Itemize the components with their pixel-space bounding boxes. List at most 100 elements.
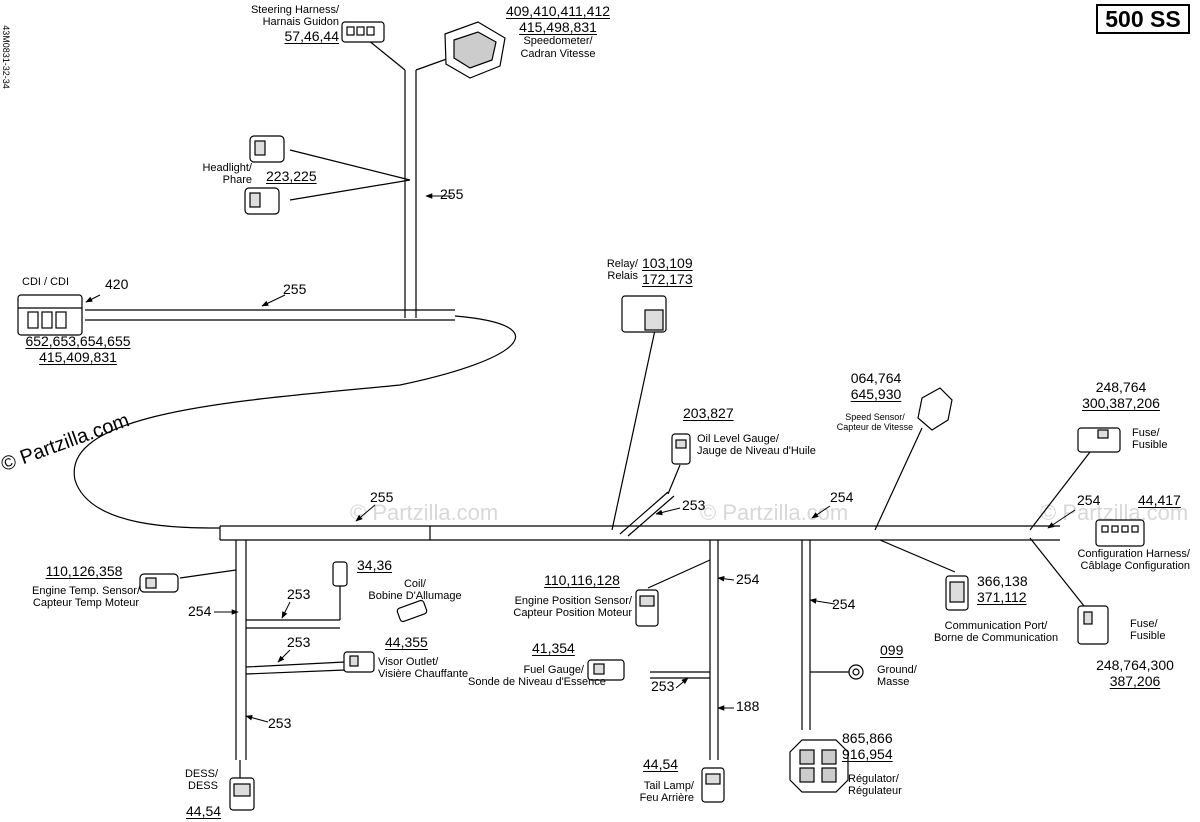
watermark: © Partzilla.com <box>700 500 848 525</box>
fuse-bottom-lead <box>1029 537 1093 617</box>
dess-connector-icon <box>229 777 255 811</box>
oil-branch <box>619 491 675 537</box>
dess-label: DESS/ DESS <box>184 768 218 793</box>
engine-position-label: Engine Position Sensor/ Capteur Position… <box>513 595 632 620</box>
harness-ref: 253 <box>287 634 311 650</box>
harness-ref: 255 <box>440 186 464 202</box>
harness-ref: 188 <box>736 698 760 714</box>
speedometer-label: 409,410,411,412 415,498,831 Speedometer/… <box>505 3 611 60</box>
cdi-label: CDI / CDI <box>22 276 70 288</box>
relay-lead <box>611 329 656 531</box>
left-drop <box>235 540 247 760</box>
coil-branch <box>246 619 340 629</box>
speedometer-connector-icon <box>444 21 506 79</box>
temp-sensor-connector-icon <box>139 573 179 593</box>
cdi-ref: 420 <box>105 276 129 292</box>
oil-level-parts: 203,827 <box>683 405 734 421</box>
harness-lines <box>73 39 1093 780</box>
cdi-branch <box>85 309 455 321</box>
harness-ref: 254 <box>832 596 856 612</box>
engine-pos-lead <box>647 559 711 589</box>
fuse-connector-icon <box>1077 605 1109 645</box>
headlight-leads <box>289 149 411 201</box>
speed-sensor-label: Speed Sensor/ Capteur de Vitesse <box>836 412 914 433</box>
upper-trunk <box>404 70 417 318</box>
regulator-connector-icon <box>789 739 849 793</box>
temp-lead <box>179 569 237 579</box>
temp-sensor-label: Engine Temp. Sensor/ Capteur Temp Moteur <box>31 585 141 610</box>
coil-parts: 34,36 <box>357 557 393 573</box>
engine-position-connector-icon <box>635 589 659 627</box>
visor-branch <box>245 661 346 675</box>
fuel-gauge-parts: 41,354 <box>532 640 575 656</box>
ground-ring-icon <box>848 664 864 680</box>
regulator-parts: 865,866 916,954 <box>842 730 893 762</box>
harness-ref: 254 <box>1077 492 1101 508</box>
visor-connector-icon <box>343 651 375 673</box>
oil-level-label: Oil Level Gauge/ Jauge de Niveau d'Huile <box>697 433 816 458</box>
tail-lamp-connector-icon <box>701 767 725 803</box>
harness-ref: 254 <box>830 489 854 505</box>
relay-connector-icon <box>621 295 667 333</box>
visor-label: Visor Outlet/ Visière Chauffante <box>378 656 469 681</box>
cdi-parts: 652,653,654,655 415,409,831 <box>25 333 131 365</box>
cdi-connector-icon <box>17 294 83 336</box>
tail-lamp-label: Tail Lamp/ Feu Arrière <box>639 780 694 805</box>
tail-lamp-parts: 44,54 <box>643 756 679 772</box>
engine-position-parts: 110,116,128 <box>544 572 620 588</box>
fuel-gauge-label: Fuel Gauge/ Sonde de Niveau d'Essence <box>468 664 606 689</box>
coil-label: Coil/ Bobine D'Allumage <box>368 578 462 603</box>
main-harness <box>220 525 1060 541</box>
harness-ref: 254 <box>188 603 212 619</box>
center-drop <box>709 540 719 760</box>
fuse-bottom-parts: 248,764,300 387,206 <box>1096 657 1174 689</box>
coil-connector-icon <box>332 561 428 623</box>
harness-ref: 253 <box>651 678 675 694</box>
dess-parts: 44,54 <box>186 803 222 819</box>
headlight-parts: 223,225 <box>266 168 317 184</box>
ground-parts: 099 <box>880 642 904 658</box>
speed-sensor-parts: 064,764 645,930 <box>850 370 902 402</box>
relay-label: Relay/ Relais <box>606 258 638 283</box>
harness-ref: 253 <box>682 497 706 513</box>
model-badge: 500 SS <box>1096 4 1190 34</box>
speed-sensor-connector-icon <box>917 387 953 431</box>
configuration-parts: 44,417 <box>1138 492 1181 508</box>
fuse-top-parts: 248,764 300,387,206 <box>1082 379 1160 411</box>
headlight-label: Headlight/ Phare <box>202 162 252 187</box>
headlight-connector-icon <box>244 135 285 215</box>
fuse-top-label: Fuse/ Fusible <box>1132 427 1168 452</box>
configuration-label: Configuration Harness/ Câblage Configura… <box>1077 548 1190 573</box>
regulator-drop <box>801 540 811 730</box>
steering-harness-label: Steering Harness/ Harnais Guidon 57,46,4… <box>250 4 339 44</box>
ground-label: Ground/ Masse <box>877 664 917 689</box>
configuration-connector-icon <box>1095 519 1145 547</box>
fuel-gauge-connector-icon <box>587 659 625 681</box>
watermark: © Partzilla.com <box>350 500 498 525</box>
regulator-label: Régulator/ Régulateur <box>848 773 902 798</box>
comm-lead <box>879 539 956 573</box>
communication-connector-icon <box>945 575 969 611</box>
steering-connector-icon <box>341 21 385 43</box>
communication-label: Communication Port/ Borne de Communicati… <box>933 620 1059 645</box>
speed-sensor-lead <box>874 427 923 531</box>
harness-loop <box>73 315 517 529</box>
watermark-layer: © Partzilla.com © Partzilla.com © Partzi… <box>350 500 1188 525</box>
harness-ref: 255 <box>283 281 307 297</box>
harness-ref: 253 <box>268 715 292 731</box>
harness-ref: 254 <box>736 571 760 587</box>
harness-ref: 253 <box>287 586 311 602</box>
steering-lead <box>367 39 406 71</box>
fuse-connector-icon <box>1077 427 1121 453</box>
communication-parts: 366,138 371,112 <box>977 573 1028 605</box>
fuel-branch <box>650 671 710 679</box>
visor-parts: 44,355 <box>385 634 428 650</box>
temp-sensor-parts: 110,126,358 <box>45 563 123 579</box>
fuse-bottom-label: Fuse/ Fusible <box>1130 618 1166 643</box>
harness-ref: 255 <box>370 489 394 505</box>
relay-parts: 103,109 172,173 <box>642 255 693 287</box>
document-id: 43M0831-32-34 <box>0 25 11 89</box>
fuse-top-lead <box>1029 451 1091 531</box>
